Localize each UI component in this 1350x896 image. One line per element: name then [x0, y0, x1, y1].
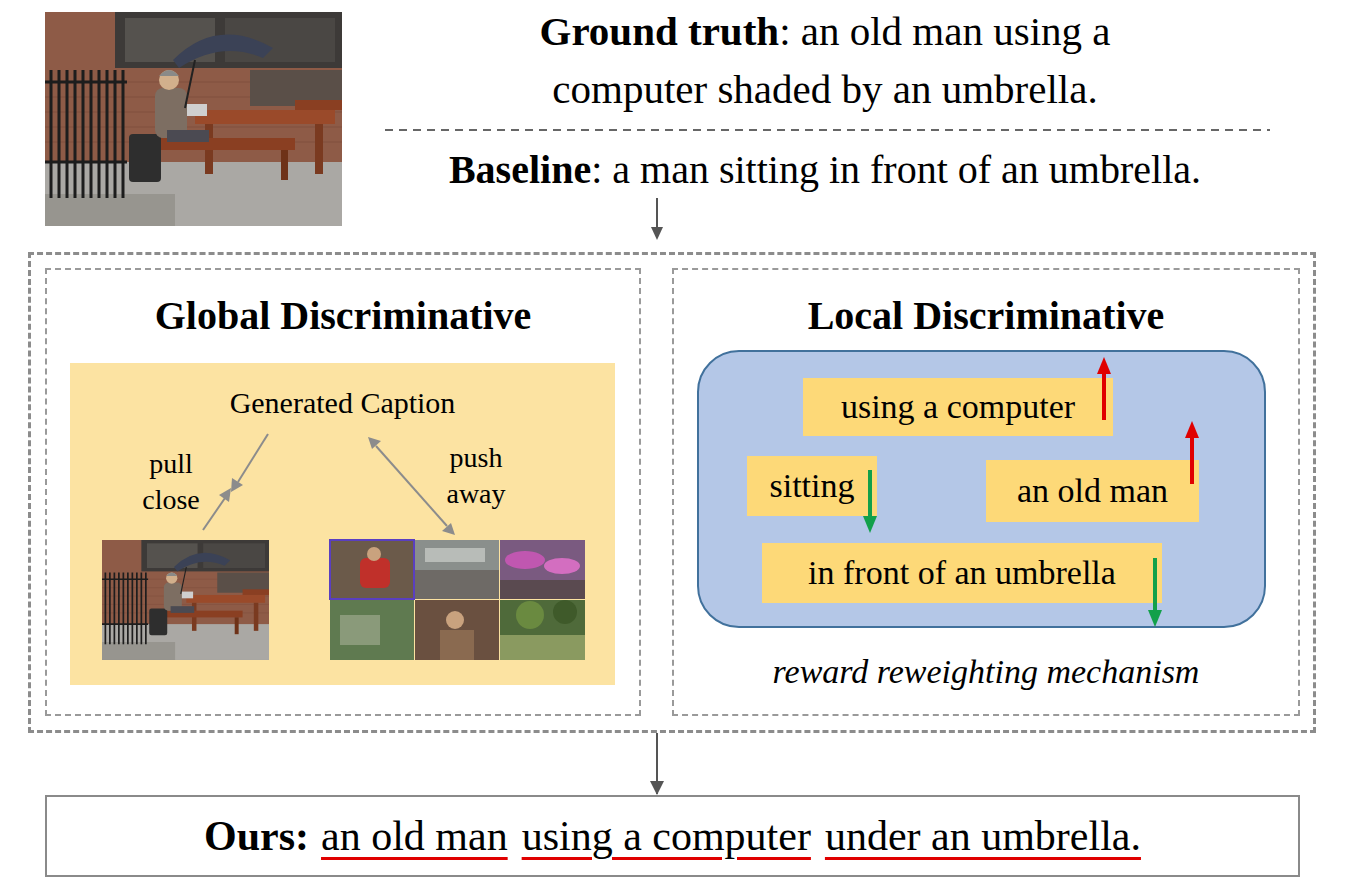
- phrase-text: an old man: [1017, 471, 1168, 512]
- caption-text: : a man sitting in front of an umbrella.: [591, 147, 1201, 192]
- decrease-arrow: [863, 470, 1162, 627]
- phrase-text: sitting: [769, 466, 854, 507]
- outer-frame: Generated Caption Global Discriminative us…: [28, 252, 1316, 733]
- arrow-label: pull close: [128, 446, 214, 518]
- result-phrase: an old man: [321, 811, 508, 861]
- flow-arrow: [656, 733, 658, 794]
- separator-line: [385, 129, 1270, 131]
- panel-title: Local Discriminative: [674, 292, 1298, 340]
- phrase-chip: an old man: [986, 460, 1199, 522]
- ground-truth-line: Ground truth: an old man using a compute…: [375, 2, 1275, 118]
- caption-heading: Baseline: [449, 147, 591, 192]
- phrase-chip: using a computer: [803, 378, 1113, 436]
- panel-caption: reward reweighting mechanism: [674, 650, 1298, 694]
- increase-arrow: [1097, 357, 1199, 484]
- arrow-label: pull close: [142, 448, 200, 515]
- phrase-region: using a computer sitting an old man in fron…: [697, 350, 1266, 628]
- panel-title: Global Discriminative: [47, 292, 639, 340]
- phrase-text: in front of an umbrella: [808, 553, 1116, 594]
- arrow-label: push away: [432, 440, 520, 512]
- source-photo: [45, 12, 342, 226]
- arrow-label: push away: [446, 442, 505, 509]
- local-panel: using a computer sitting an old man in fron…: [672, 268, 1300, 716]
- result-colon: :: [295, 811, 309, 861]
- caption-heading: Ground truth: [540, 8, 780, 54]
- query-photo: [102, 540, 269, 660]
- push-arrow: [368, 437, 455, 535]
- result-phrase: under an umbrella.: [825, 811, 1141, 861]
- result-heading: Ours: [204, 811, 295, 861]
- pull-arrow: [203, 434, 268, 530]
- panel-heading: Generated Caption: [70, 383, 615, 423]
- negative-images: [330, 540, 585, 660]
- flow-arrow: [651, 198, 663, 240]
- phrase-chip: in front of an umbrella: [762, 543, 1162, 603]
- phrase-chip: sitting: [747, 456, 877, 516]
- result-box: Ours:an old man using a computer under an …: [45, 795, 1300, 877]
- result-phrase: using a computer: [522, 811, 811, 861]
- phrase-text: using a computer: [841, 387, 1075, 428]
- baseline-line: Baseline: a man sitting in front of an u…: [330, 142, 1320, 198]
